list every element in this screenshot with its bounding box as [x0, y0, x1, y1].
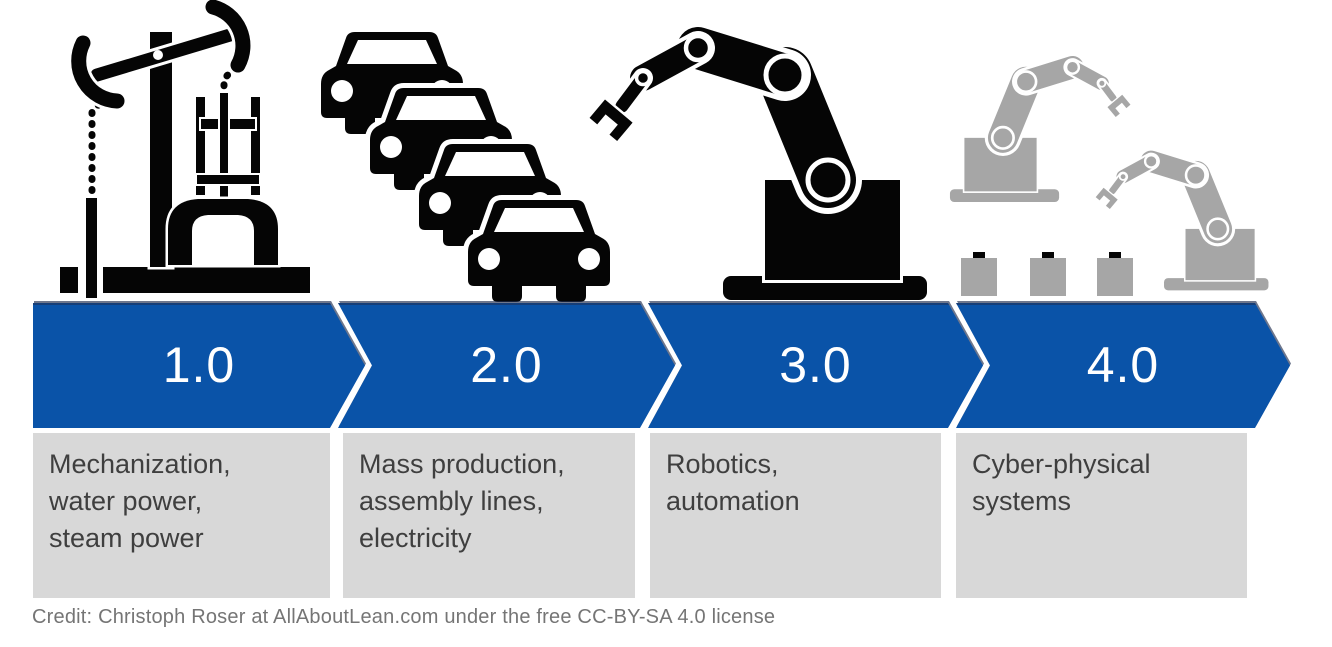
stage-number-3: 3.0	[779, 337, 852, 393]
stage-number-4: 4.0	[1086, 337, 1160, 393]
stage-description-3: Robotics,automation	[650, 433, 941, 598]
stage-description-1: Mechanization,water power,steam power	[33, 433, 330, 598]
chain-left	[88, 93, 111, 202]
stage-number-2: 2.0	[470, 337, 543, 393]
stage-chevron-2: 2.0	[338, 303, 675, 428]
beam-pivot	[153, 50, 163, 60]
stage-chevron-3: 3.0	[648, 303, 983, 428]
stage-chevron-4: 4.0	[956, 303, 1290, 428]
stage-number-1: 1.0	[162, 337, 236, 393]
cars-icon	[310, 12, 620, 304]
cyber-robots-icon	[935, 45, 1280, 303]
stage-description-2: Mass production,assembly lines,electrici…	[343, 433, 635, 598]
stage-band: 1.0 2.0 3.0 4.0	[0, 303, 1332, 428]
steam-engine-icon	[57, 0, 313, 301]
conveyor-boxes	[958, 252, 1136, 299]
stage-chevron-1: 1.0	[33, 303, 365, 428]
robot-arm-icon	[580, 20, 940, 305]
credit-line: Credit: Christoph Roser at AllAboutLean.…	[32, 606, 776, 628]
